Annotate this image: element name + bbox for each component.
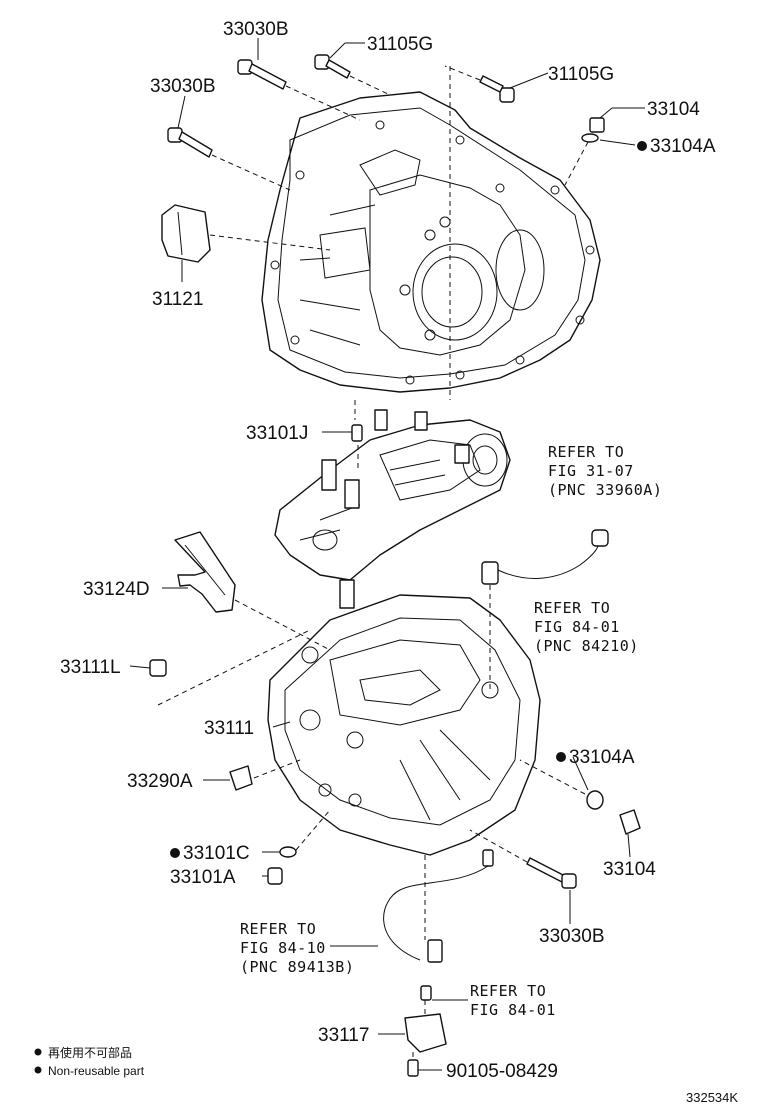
plug-33290a [229, 765, 253, 791]
figure-id: 332534K [686, 1090, 738, 1105]
label-33124d: 33124D [83, 579, 150, 600]
label-33104-bottom: 33104 [603, 859, 656, 880]
ref-note-fig-84-01-a: REFER TO FIG 84-01 (PNC 84210) [534, 599, 639, 655]
legend-en: Non-reusable part [48, 1064, 145, 1078]
nonreusable-dot [170, 848, 180, 858]
gasket-33104a-mid [586, 790, 604, 810]
label-31121: 31121 [152, 289, 203, 310]
label-33117: 33117 [318, 1025, 369, 1046]
sensor-84210 [481, 529, 609, 585]
legend: 再使用不可部品 Non-reusable part [34, 1045, 145, 1078]
pin-33111l [149, 659, 167, 677]
label-31105g-right: 31105G [548, 64, 614, 85]
ref-line: FIG 84-10 [240, 939, 326, 957]
sensor-89413b [383, 849, 494, 963]
bolt-33030b-left [167, 127, 213, 158]
ref-note-fig-84-01-b: REFER TO FIG 84-01 [470, 982, 556, 1019]
label-33101j: 33101J [246, 423, 308, 444]
label-33030b-left: 33030B [150, 76, 216, 97]
ref-line: FIG 84-01 [534, 618, 620, 636]
label-33030b-bottom: 33030B [539, 926, 605, 947]
legend-cn: 再使用不可部品 [48, 1045, 132, 1060]
transmission-housing [261, 91, 601, 393]
plug-33104-bottom [619, 809, 641, 835]
ref-line: (PNC 89413B) [240, 958, 354, 976]
nonreusable-dot [637, 141, 647, 151]
plug-33101j [351, 424, 363, 442]
label-33101c: 33101C [183, 843, 250, 864]
bolt-31105g-right [479, 75, 515, 103]
cover-31121 [161, 204, 211, 263]
bolt-31105g-top [314, 54, 351, 79]
shift-control-assembly [274, 409, 511, 609]
ref-line: (PNC 33960A) [548, 481, 662, 499]
label-33104a-top: 33104A [650, 136, 716, 157]
bracket-33117 [404, 985, 447, 1077]
transmission-case [267, 594, 541, 856]
ref-line: REFER TO [240, 920, 316, 938]
nonreusable-dot [556, 752, 566, 762]
bolt-33030b-bottom [526, 857, 577, 889]
ref-note-fig-84-10: REFER TO FIG 84-10 (PNC 89413B) [240, 920, 354, 976]
gasket-33101c [279, 846, 297, 858]
legend-dot [34, 1066, 42, 1074]
leader-lines [129, 38, 645, 1071]
label-33290a: 33290A [127, 771, 193, 792]
ref-line: REFER TO [548, 443, 624, 461]
bolt-33030b-top [237, 59, 287, 90]
label-31105g-top: 31105G [367, 34, 433, 55]
label-33111: 33111 [204, 718, 254, 739]
ref-line: FIG 84-01 [470, 1001, 556, 1019]
legend-dot [34, 1048, 42, 1056]
ref-line: (PNC 84210) [534, 637, 639, 655]
label-90105-08429: 90105-08429 [446, 1061, 558, 1082]
assembly-lines [157, 65, 589, 1060]
bracket-33124d [174, 531, 236, 613]
ref-line: REFER TO [534, 599, 610, 617]
label-33111l: 33111L [60, 657, 121, 678]
label-33104-top: 33104 [647, 99, 700, 120]
label-33104a-mid: 33104A [569, 747, 635, 768]
label-33101a: 33101A [170, 867, 236, 888]
ref-line: FIG 31-07 [548, 462, 634, 480]
plug-33104-top [581, 117, 605, 143]
ref-note-fig-31-07: REFER TO FIG 31-07 (PNC 33960A) [548, 443, 662, 499]
ref-line: REFER TO [470, 982, 546, 1000]
plug-33101a [267, 867, 283, 885]
label-33030b-top: 33030B [223, 19, 289, 40]
